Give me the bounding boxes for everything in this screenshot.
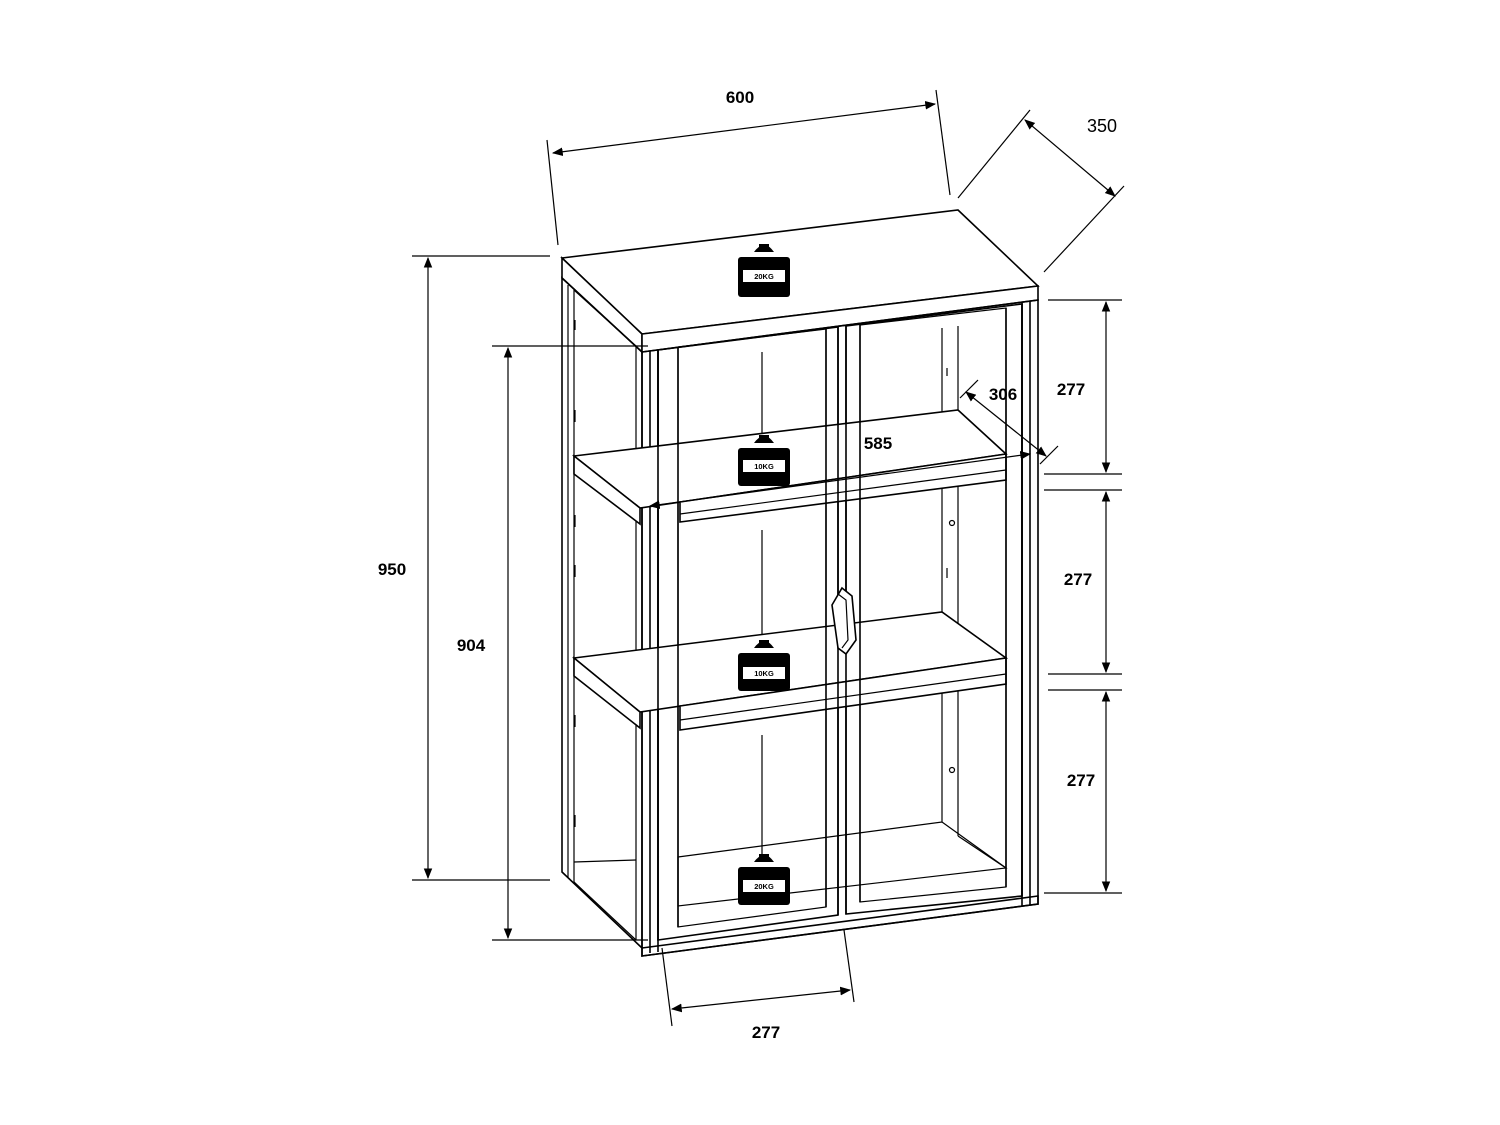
compartment-top-label: 277 xyxy=(1057,380,1085,399)
shelf-depth-label: 306 xyxy=(989,385,1017,404)
dimension-compartments: 277 277 277 xyxy=(1044,299,1122,894)
depth-label: 350 xyxy=(1087,116,1117,136)
dimension-inner-width: 585 xyxy=(648,434,1032,509)
dimension-shelf-depth: 306 xyxy=(959,379,1059,465)
weight-label-top: 20KG xyxy=(754,272,774,281)
dimension-depth: 350 xyxy=(957,109,1125,273)
cabinet-body xyxy=(560,209,1040,957)
dimension-width: 600 xyxy=(546,88,951,246)
weight-icon-shelf-lower: 10KG xyxy=(738,640,790,691)
door-height-label: 904 xyxy=(457,636,486,655)
weight-label-shelf-lower: 10KG xyxy=(754,669,774,678)
dimension-door-width: 277 xyxy=(661,929,855,1042)
dimension-door-height: 904 xyxy=(457,345,648,941)
weight-icon-bottom: 20KG xyxy=(738,854,790,905)
door-handle xyxy=(831,586,857,656)
width-label: 600 xyxy=(726,88,754,107)
inner-width-label: 585 xyxy=(864,434,892,453)
compartment-middle-label: 277 xyxy=(1064,570,1092,589)
weight-label-bottom: 20KG xyxy=(754,882,774,891)
weight-label-shelf-upper: 10KG xyxy=(754,462,774,471)
dimension-total-height: 950 xyxy=(378,255,550,881)
door-width-label: 277 xyxy=(752,1023,780,1042)
total-height-label: 950 xyxy=(378,560,406,579)
compartment-bottom-label: 277 xyxy=(1067,771,1095,790)
weight-icon-top: 20KG xyxy=(738,244,790,297)
